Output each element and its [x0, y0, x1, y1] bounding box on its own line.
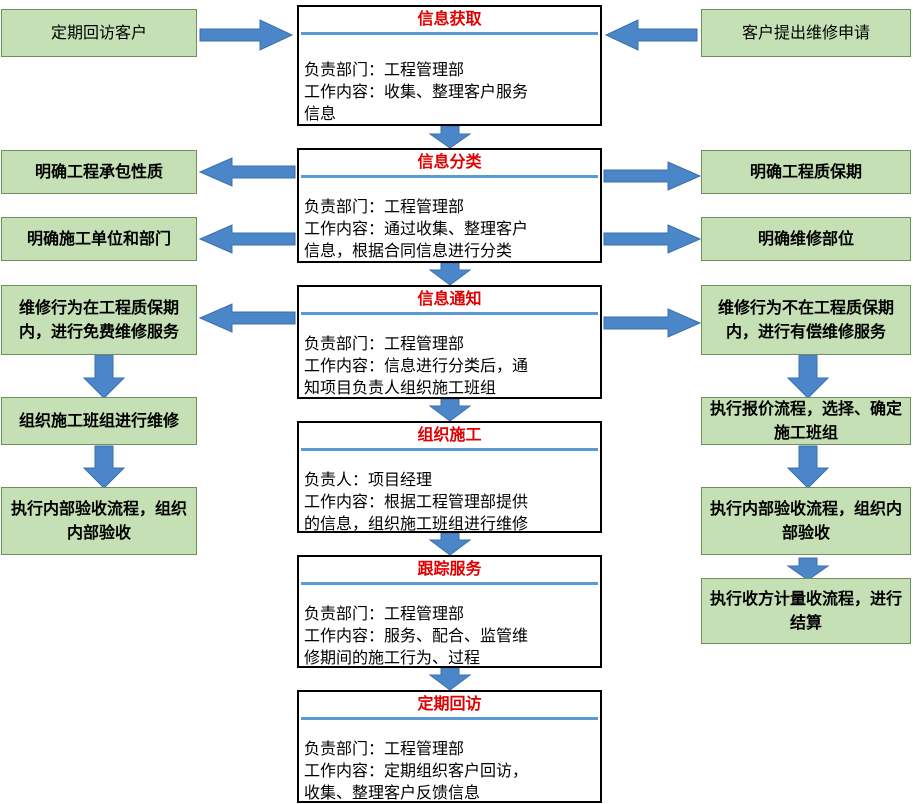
- left-box-5: 执行内部验收流程，组织内部验收: [1, 487, 197, 555]
- step-line: 负责部门：工程管理部: [304, 60, 465, 79]
- arrow-right: [199, 19, 294, 51]
- arrow-right: [603, 308, 702, 338]
- right-box-3-label: 维修行为不在工程质保期内，进行有偿维修服务: [717, 298, 894, 341]
- input-left-label: 定期回访客户: [50, 23, 147, 42]
- step-line: 负责部门：工程管理部: [304, 197, 465, 216]
- step-body: 负责部门：工程管理部 工作内容：通过收集、整理客户 信息，根据合同信息进行分类: [304, 196, 596, 262]
- input-box-left: 定期回访客户: [1, 9, 197, 57]
- step-line: 收集、整理客户反馈信息: [304, 783, 481, 802]
- title-divider: [301, 582, 598, 585]
- step-line: 工作内容：收集、整理客户服务: [304, 82, 529, 101]
- step-line: 工作内容：根据工程管理部提供: [304, 492, 529, 511]
- step-body: 负责部门：工程管理部 工作内容：收集、整理客户服务 信息: [304, 59, 596, 125]
- arrow-down: [428, 125, 472, 149]
- input-right-label: 客户提出维修申请: [741, 23, 870, 42]
- step-line: 工作内容：通过收集、整理客户: [304, 219, 529, 238]
- step-line: 负责部门：工程管理部: [304, 334, 465, 353]
- arrow-down: [428, 262, 472, 286]
- step-body: 负责部门：工程管理部 工作内容：信息进行分类后，通 知项目负责人组织施工班组: [304, 333, 596, 399]
- right-box-6: 执行收方计量收流程，进行结算: [701, 578, 911, 644]
- left-box-4-label: 组织施工班组进行维修: [18, 411, 179, 430]
- right-box-2: 明确维修部位: [701, 217, 911, 261]
- left-box-2: 明确施工单位和部门: [1, 217, 197, 261]
- left-box-2-label: 明确施工单位和部门: [26, 229, 171, 248]
- left-box-5-label: 执行内部验收流程，组织内部验收: [10, 499, 187, 542]
- arrow-right: [603, 161, 702, 191]
- right-box-1: 明确工程质保期: [701, 150, 911, 194]
- title-divider: [301, 175, 598, 178]
- step-line: 工作内容：定期组织客户回访，: [304, 761, 529, 780]
- arrow-down: [786, 354, 830, 399]
- right-box-3: 维修行为不在工程质保期内，进行有偿维修服务: [701, 285, 911, 355]
- step-title: 定期回访: [417, 694, 482, 713]
- step-body: 负责部门：工程管理部 工作内容：定期组织客户回访， 收集、整理客户反馈信息: [304, 738, 596, 804]
- step-line: 工作内容：信息进行分类后，通: [304, 356, 529, 375]
- arrow-left: [604, 19, 698, 51]
- right-box-6-label: 执行收方计量收流程，进行结算: [710, 589, 903, 632]
- arrow-left: [198, 157, 296, 187]
- step-line: 工作内容：服务、配合、监管维: [304, 626, 529, 645]
- arrow-down: [428, 667, 472, 691]
- arrow-down: [786, 557, 830, 581]
- step-line: 信息，根据合同信息进行分类: [304, 241, 513, 260]
- arrow-down: [428, 398, 472, 422]
- step-line: 负责部门：工程管理部: [304, 604, 465, 623]
- arrow-left: [198, 224, 296, 254]
- step-line: 负责部门：工程管理部: [304, 739, 465, 758]
- title-divider: [301, 32, 598, 35]
- title-divider: [301, 717, 598, 720]
- right-box-4: 执行报价流程，选择、确定施工班组: [701, 397, 911, 445]
- arrow-down: [82, 354, 126, 399]
- left-box-3-label: 维修行为在工程质保期内，进行免费维修服务: [18, 298, 179, 341]
- step-title: 信息获取: [417, 9, 482, 28]
- input-box-right: 客户提出维修申请: [701, 9, 911, 57]
- left-box-1-label: 明确工程承包性质: [34, 162, 163, 181]
- right-box-5: 执行内部验收流程，组织内部验收: [701, 487, 911, 555]
- step-line: 的信息，组织施工班组进行维修: [304, 514, 529, 533]
- title-divider: [301, 448, 598, 451]
- step-body: 负责人：项目经理 工作内容：根据工程管理部提供 的信息，组织施工班组进行维修: [304, 469, 596, 535]
- arrow-down: [786, 445, 830, 489]
- step-line: 修期间的施工行为、过程: [304, 648, 481, 667]
- step-line: 知项目负责人组织施工班组: [304, 378, 497, 397]
- step-line: 信息: [304, 104, 337, 123]
- left-box-1: 明确工程承包性质: [1, 150, 197, 194]
- arrow-down: [82, 445, 126, 489]
- step-info-acquisition: 信息获取 负责部门：工程管理部 工作内容：收集、整理客户服务 信息: [297, 5, 602, 126]
- step-info-classification: 信息分类 负责部门：工程管理部 工作内容：通过收集、整理客户 信息，根据合同信息…: [297, 148, 602, 263]
- step-tracking-service: 跟踪服务 负责部门：工程管理部 工作内容：服务、配合、监管维 修期间的施工行为、…: [297, 555, 602, 668]
- step-title: 跟踪服务: [417, 559, 482, 578]
- step-line: 负责人：项目经理: [304, 470, 433, 489]
- right-box-4-label: 执行报价流程，选择、确定施工班组: [710, 399, 903, 442]
- arrow-down: [428, 532, 472, 556]
- right-box-2-label: 明确维修部位: [757, 229, 854, 248]
- left-box-3: 维修行为在工程质保期内，进行免费维修服务: [1, 285, 197, 355]
- right-box-5-label: 执行内部验收流程，组织内部验收: [710, 499, 903, 542]
- step-info-notification: 信息通知 负责部门：工程管理部 工作内容：信息进行分类后，通 知项目负责人组织施…: [297, 285, 602, 399]
- title-divider: [301, 312, 598, 315]
- left-box-4: 组织施工班组进行维修: [1, 397, 197, 445]
- step-title: 信息通知: [417, 289, 482, 308]
- arrow-right: [603, 224, 702, 254]
- step-organize-construction: 组织施工 负责人：项目经理 工作内容：根据工程管理部提供 的信息，组织施工班组进…: [297, 421, 602, 533]
- step-title: 组织施工: [417, 425, 482, 444]
- right-box-1-label: 明确工程质保期: [749, 162, 862, 181]
- step-body: 负责部门：工程管理部 工作内容：服务、配合、监管维 修期间的施工行为、过程: [304, 603, 596, 669]
- step-title: 信息分类: [417, 152, 482, 171]
- step-regular-followup: 定期回访 负责部门：工程管理部 工作内容：定期组织客户回访， 收集、整理客户反馈…: [297, 690, 602, 803]
- arrow-left: [198, 303, 296, 333]
